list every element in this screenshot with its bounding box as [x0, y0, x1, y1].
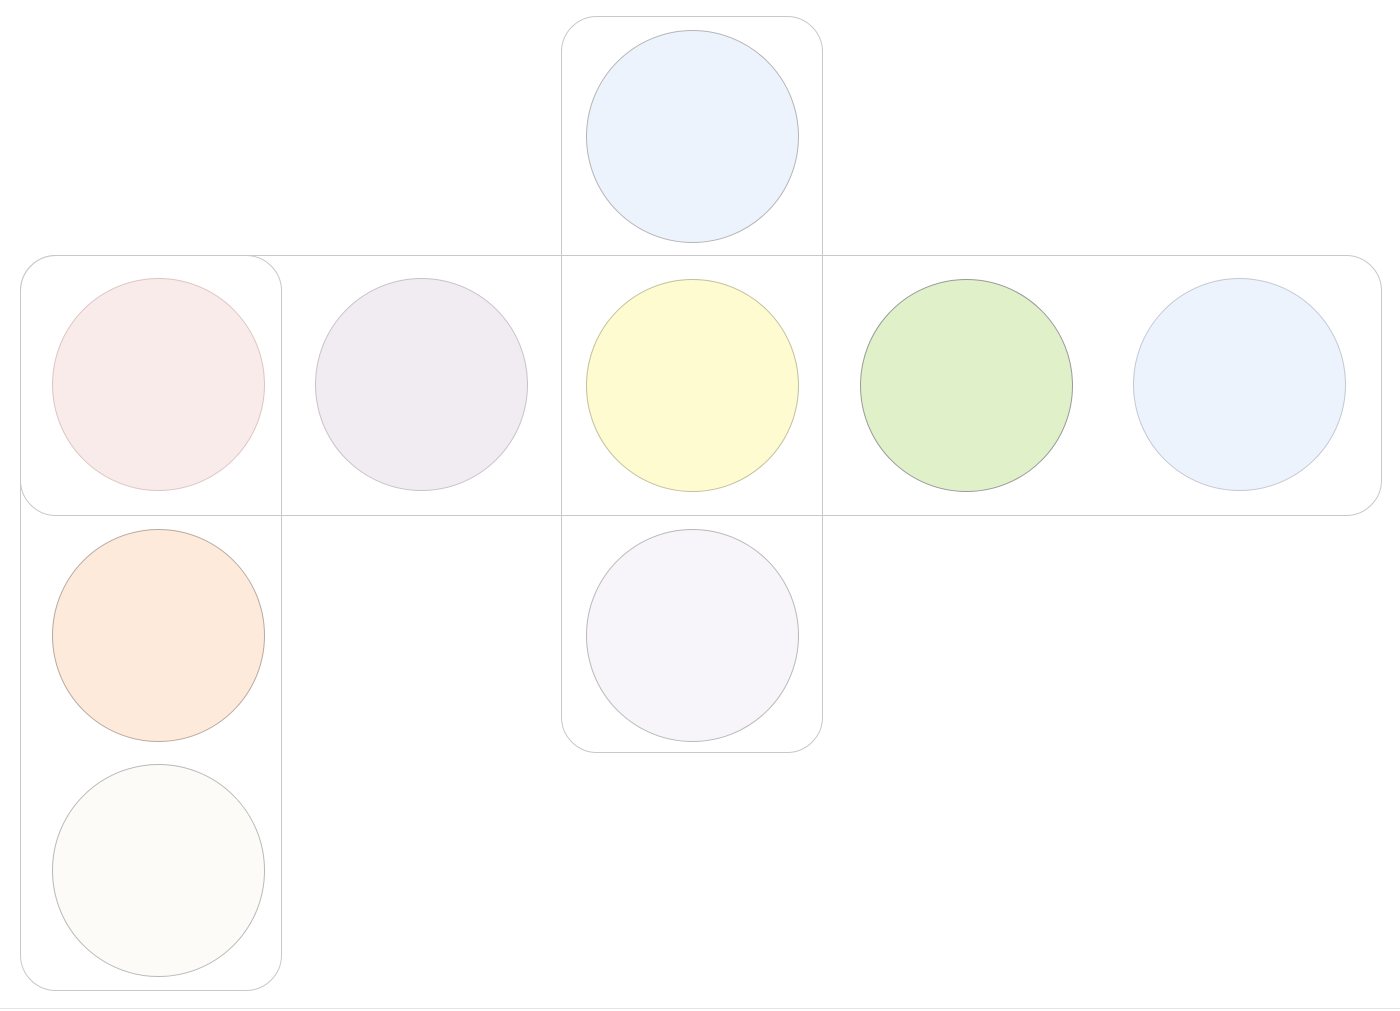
left-vertical-group-frame	[20, 255, 282, 991]
circle-row-left	[52, 278, 265, 491]
bottom-divider	[0, 1008, 1400, 1009]
circle-top	[586, 30, 799, 243]
circle-row-right	[1133, 278, 1346, 491]
circle-left-column-middle	[52, 529, 265, 742]
center-vertical-group-frame	[561, 16, 823, 753]
circle-left-column-bottom	[52, 764, 265, 977]
circle-row-second	[315, 278, 528, 491]
circle-center-bottom	[586, 529, 799, 742]
circle-center	[586, 279, 799, 492]
circle-row-fourth	[860, 279, 1073, 492]
